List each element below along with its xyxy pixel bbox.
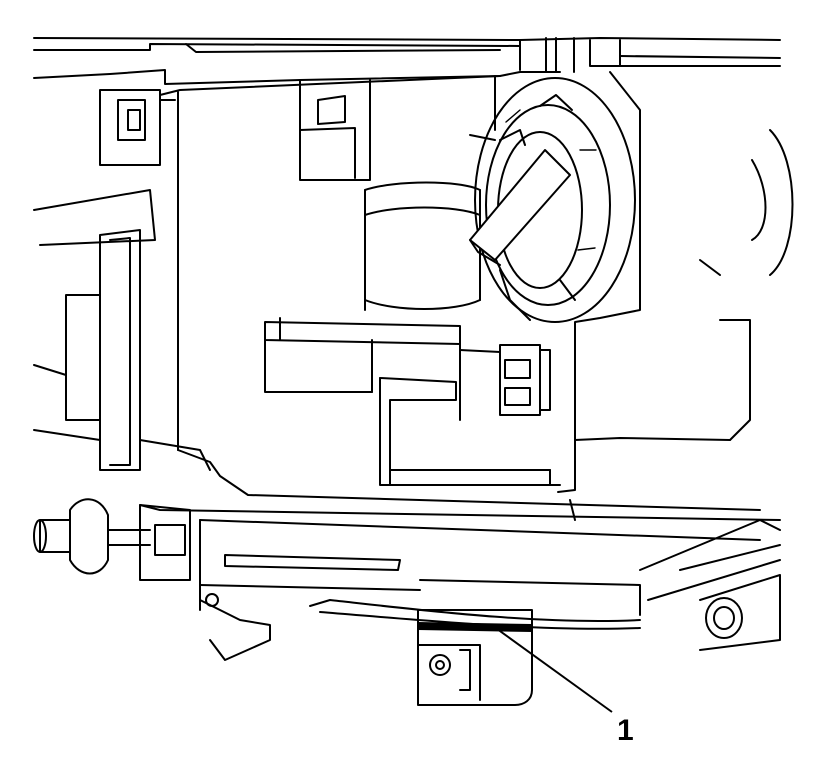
electrical-connector xyxy=(459,343,551,421)
main-panel xyxy=(159,71,761,511)
mounting-shaft xyxy=(33,498,191,581)
sensor-black-band xyxy=(418,622,532,632)
lower-left-foot xyxy=(199,593,271,661)
lower-duct xyxy=(379,377,576,521)
callout-label-1: 1 xyxy=(617,714,634,747)
left-bracket xyxy=(33,89,211,471)
blower-housing xyxy=(299,75,496,311)
bottom-beam xyxy=(139,504,781,616)
rotary-dial-assembly xyxy=(469,77,636,323)
right-lower-bracket xyxy=(699,574,781,651)
right-housing-lobe xyxy=(699,129,794,441)
top-frame-rails xyxy=(33,37,781,85)
sensor-module xyxy=(417,609,533,706)
callout-leader-line xyxy=(492,625,613,713)
